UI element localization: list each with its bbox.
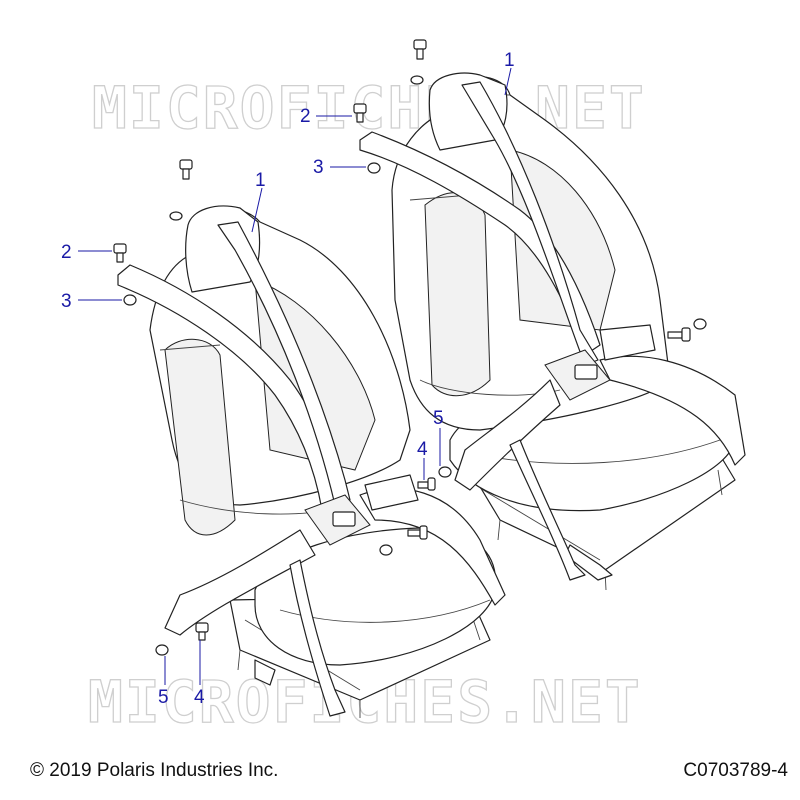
callout-bolt-left: 2 [61, 242, 72, 263]
nut-side-right [693, 318, 707, 330]
bolt-seat-left [407, 525, 428, 540]
nut-seat-left [379, 544, 393, 556]
callouts: 1 1 2 3 2 3 4 5 4 5 [61, 50, 515, 708]
bolt-right [353, 103, 367, 123]
nut-right [367, 162, 381, 174]
callout-nut-mid: 5 [433, 408, 444, 429]
leader-lines [78, 67, 512, 685]
callout-bolt-bottom: 4 [194, 687, 205, 708]
nut-top-right [410, 75, 424, 85]
bolt-left [113, 243, 127, 263]
copyright-text: © 2019 Polaris Industries Inc. [30, 760, 279, 781]
callout-nut-right: 3 [313, 157, 324, 178]
nut-bottom [155, 644, 169, 656]
callout-bolt-right: 2 [300, 106, 311, 127]
callout-belt-right: 1 [504, 50, 515, 71]
nut-mid [438, 466, 452, 478]
drawing-id: C0703789-4 [683, 760, 788, 781]
bolt-top-right [413, 39, 427, 60]
seat-right [391, 72, 736, 591]
callout-belt-left: 1 [255, 170, 266, 191]
bolt-top-left [179, 159, 193, 180]
nut-left [123, 294, 137, 306]
bolt-mid [417, 477, 436, 491]
callout-nut-left: 3 [61, 291, 72, 312]
hardware [113, 39, 707, 656]
nut-top-left [169, 211, 183, 221]
seat-belt-right [359, 81, 746, 581]
callout-nut-bottom: 5 [158, 687, 169, 708]
bolt-bottom [195, 622, 209, 641]
callout-bolt-mid: 4 [417, 439, 428, 460]
watermark-top: MICROFICHES.NET [92, 74, 646, 142]
bolt-side-right [667, 327, 691, 342]
